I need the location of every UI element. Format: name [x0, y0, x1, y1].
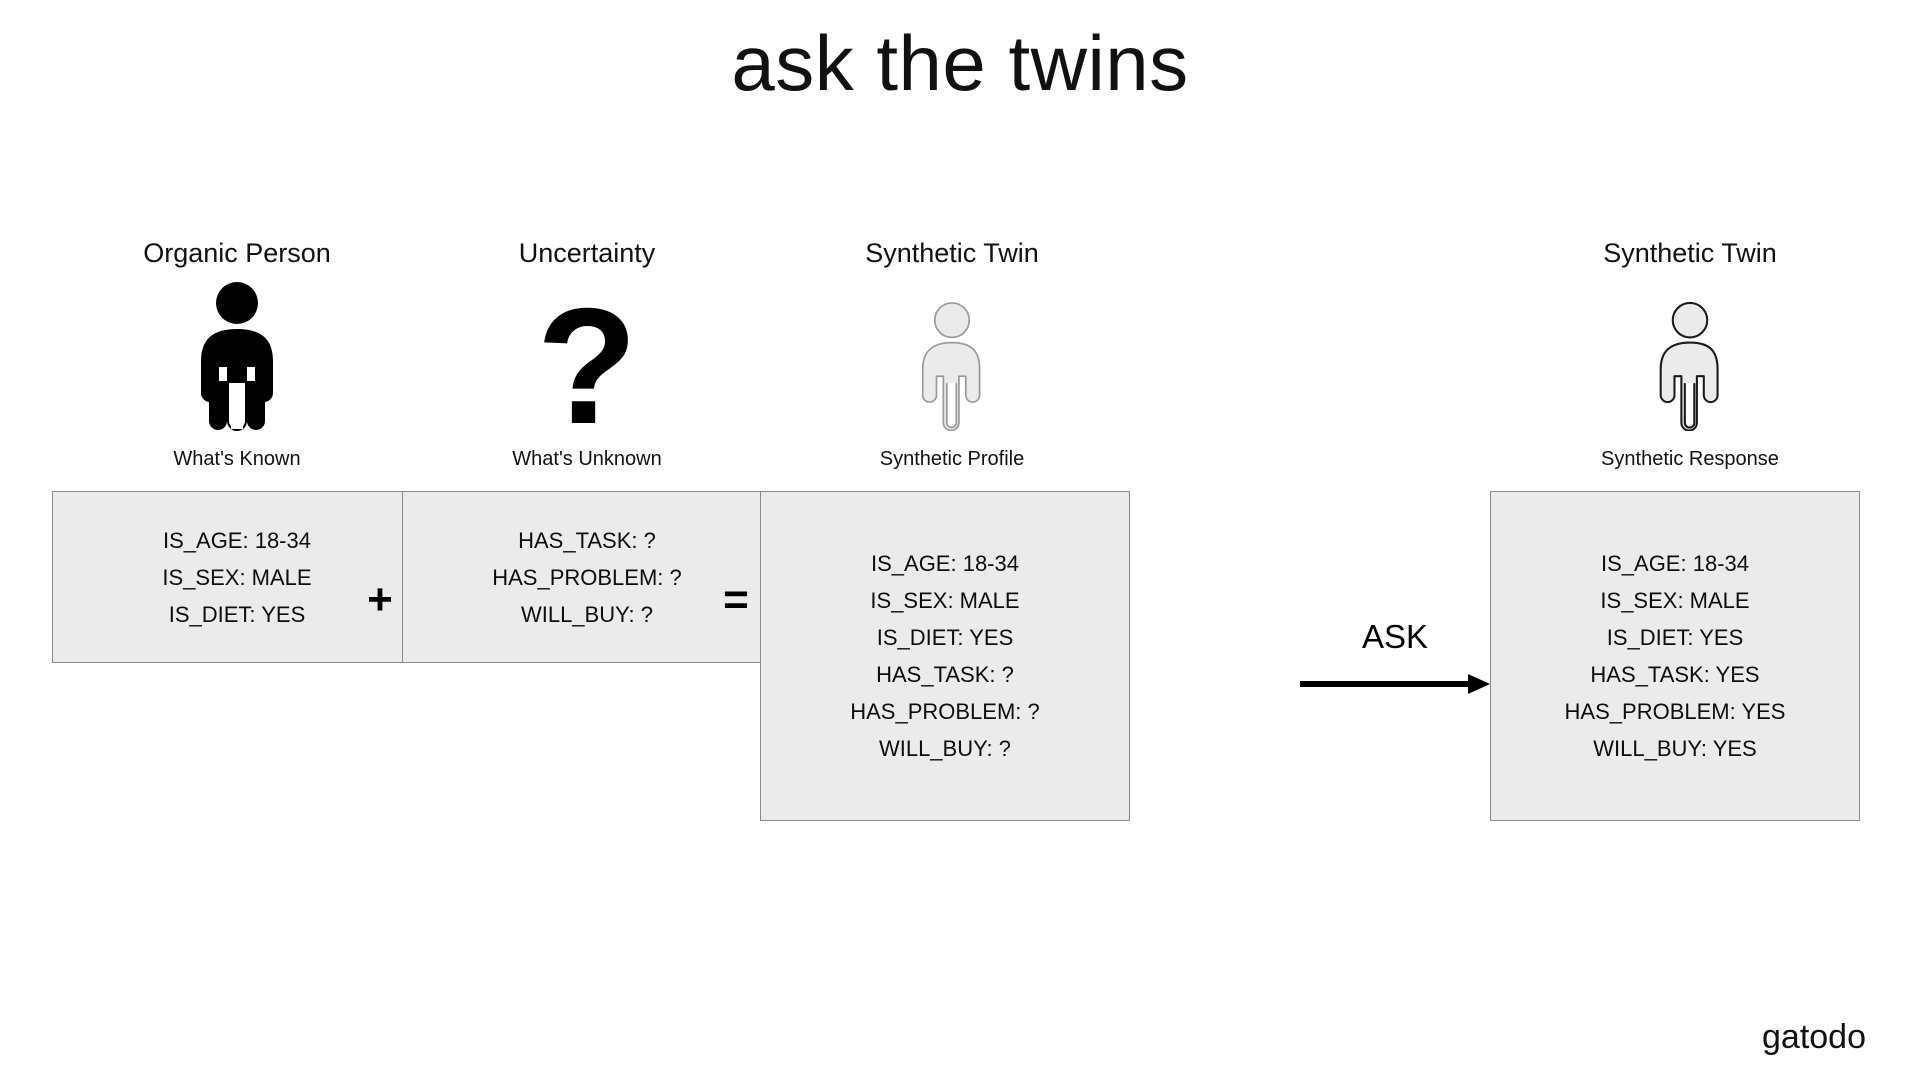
column-organic-person: Organic Person What's Known IS_AGE: 18-3…	[52, 240, 422, 663]
operator-equals: =	[723, 575, 749, 624]
attribute-line: IS_DIET: YES	[876, 625, 1014, 650]
attribute-line: IS_SEX: MALE	[162, 564, 312, 590]
watermark-gatodo: gatodo	[1762, 1018, 1866, 1056]
icon-slot-synthetic-response	[1490, 281, 1890, 431]
arrow-right-icon	[1300, 674, 1490, 694]
attribute-box-whats-unknown: HAS_TASK: ? HAS_PROBLEM: ? WILL_BUY: ?	[402, 491, 772, 663]
attribute-line: IS_AGE: 18-34	[163, 527, 311, 553]
question-mark-icon: ?	[536, 274, 638, 459]
person-outline-light-icon	[921, 302, 981, 431]
column-synthetic-response: Synthetic Twin Synthetic Response IS_AGE…	[1490, 240, 1890, 821]
page-title: ask the twins	[731, 19, 1189, 107]
attribute-line: WILL_BUY: YES	[1593, 736, 1757, 761]
attribute-line: IS_SEX: MALE	[870, 588, 1020, 613]
column-synthetic-profile: Synthetic Twin Synthetic Profile IS_AGE:…	[752, 240, 1152, 821]
column-header-organic-person: Organic Person	[143, 238, 331, 268]
column-header-synthetic-twin-profile: Synthetic Twin	[865, 238, 1039, 268]
attribute-line: HAS_PROBLEM: ?	[850, 699, 1040, 724]
attribute-line: IS_DIET: YES	[1606, 625, 1744, 650]
attribute-line: IS_AGE: 18-34	[871, 551, 1019, 576]
attribute-line: HAS_TASK: ?	[876, 662, 1014, 687]
caption-synthetic-profile: Synthetic Profile	[879, 448, 1025, 470]
icon-slot-organic-person	[52, 281, 422, 431]
attribute-box-synthetic-response: IS_AGE: 18-34 IS_SEX: MALE IS_DIET: YES …	[1490, 491, 1860, 821]
attribute-line: WILL_BUY: ?	[878, 736, 1012, 761]
attribute-line: HAS_PROBLEM: ?	[492, 564, 682, 590]
attribute-line: IS_SEX: MALE	[1600, 588, 1750, 613]
ask-label: ASK	[1361, 618, 1429, 655]
icon-slot-synthetic-profile	[752, 281, 1152, 431]
icon-slot-uncertainty: ?	[402, 274, 772, 459]
attribute-line: HAS_TASK: ?	[518, 527, 656, 553]
attribute-line: IS_AGE: 18-34	[1601, 551, 1749, 576]
attribute-box-whats-known: IS_AGE: 18-34 IS_SEX: MALE IS_DIET: YES	[52, 491, 422, 663]
column-header-synthetic-twin-response: Synthetic Twin	[1603, 238, 1777, 268]
attribute-line: IS_DIET: YES	[168, 601, 306, 627]
attribute-line: HAS_PROBLEM: YES	[1564, 699, 1786, 724]
caption-whats-unknown: What's Unknown	[512, 448, 662, 470]
caption-whats-known: What's Known	[173, 448, 301, 470]
person-filled-icon	[201, 282, 273, 431]
attribute-box-synthetic-profile: IS_AGE: 18-34 IS_SEX: MALE IS_DIET: YES …	[760, 491, 1130, 821]
caption-synthetic-response: Synthetic Response	[1601, 448, 1779, 470]
column-header-uncertainty: Uncertainty	[518, 238, 656, 268]
operator-plus: +	[367, 575, 393, 624]
attribute-line: WILL_BUY: ?	[520, 601, 654, 627]
column-uncertainty: Uncertainty ? What's Unknown HAS_TASK: ?…	[402, 240, 772, 663]
person-outline-dark-icon	[1659, 301, 1719, 431]
attribute-line: HAS_TASK: YES	[1590, 662, 1760, 687]
ask-connector: ASK	[1300, 620, 1490, 697]
